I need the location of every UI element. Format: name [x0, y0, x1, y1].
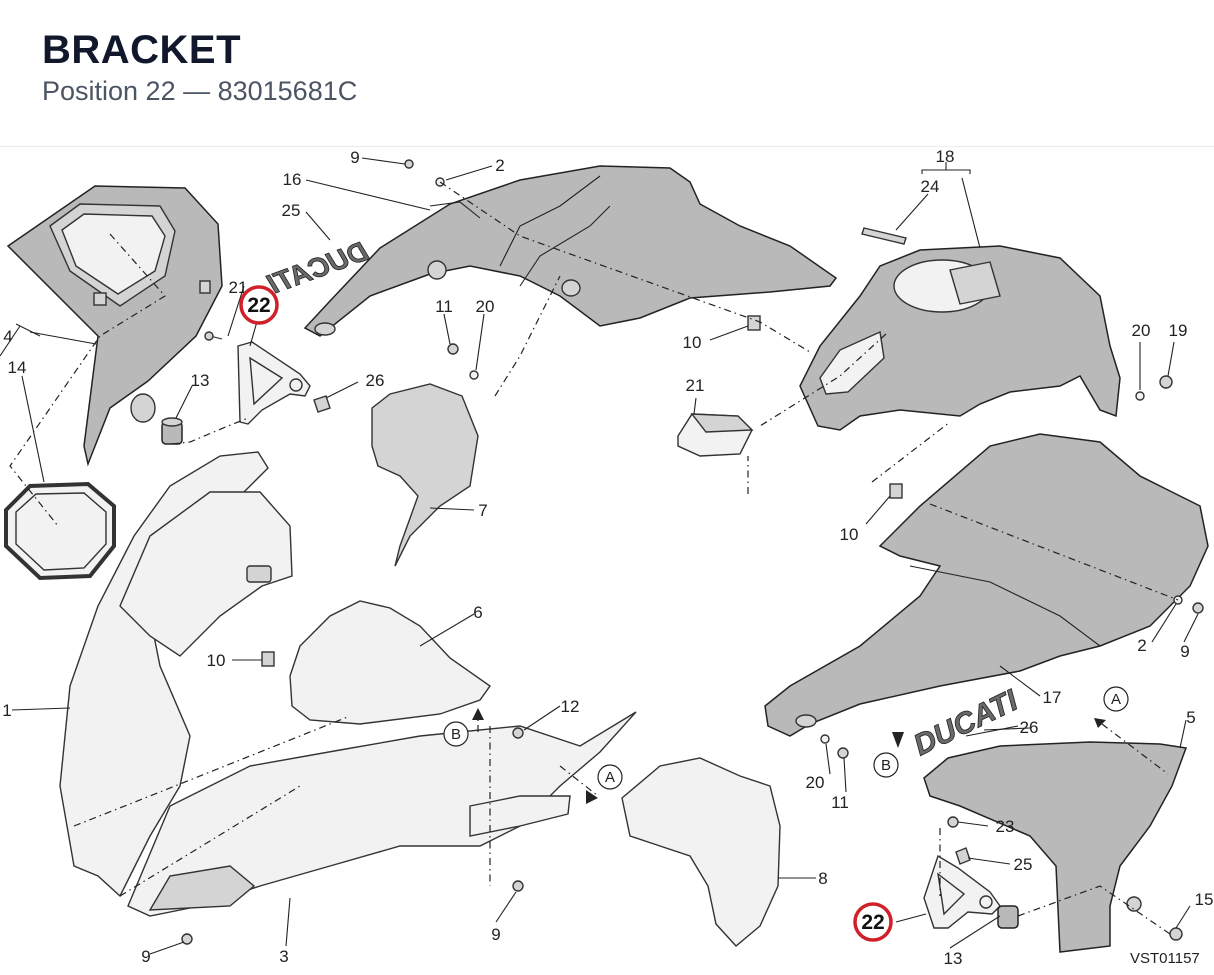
- page-subtitle: Position 22 — 83015681C: [42, 76, 358, 106]
- reference-mark-a: A: [597, 764, 623, 790]
- side-fairing-part: [303, 165, 838, 337]
- svg-text:12: 12: [561, 697, 580, 716]
- reference-arrows: [472, 708, 1106, 804]
- svg-text:A: A: [605, 769, 615, 786]
- hardware-fasteners: [181, 159, 1204, 945]
- position-22-badge-bottom[interactable]: 22: [853, 902, 893, 942]
- svg-text:B: B: [881, 757, 891, 774]
- svg-text:15: 15: [1195, 890, 1214, 909]
- svg-text:16: 16: [283, 170, 302, 189]
- clip-nut-part: [313, 395, 331, 413]
- svg-text:20: 20: [1132, 321, 1151, 340]
- svg-text:17: 17: [1043, 688, 1062, 707]
- svg-text:9: 9: [350, 148, 359, 167]
- svg-text:B: B: [451, 726, 461, 743]
- instrument-surround-part: [6, 185, 223, 467]
- reference-mark-b: B: [873, 752, 899, 778]
- svg-text:1: 1: [2, 701, 11, 720]
- svg-text:2: 2: [1137, 636, 1146, 655]
- svg-text:13: 13: [191, 371, 210, 390]
- svg-text:11: 11: [831, 793, 849, 812]
- svg-text:25: 25: [1014, 855, 1033, 874]
- tank-cover-part: [799, 245, 1121, 431]
- page-title: BRACKET: [42, 28, 242, 72]
- screw-part: [204, 331, 223, 341]
- svg-text:A: A: [1111, 691, 1121, 708]
- bracket-part-right[interactable]: [923, 854, 1001, 929]
- cable-guide-part: [677, 413, 754, 457]
- reference-mark-a: A: [1103, 686, 1129, 712]
- svg-text:25: 25: [282, 201, 301, 220]
- svg-text:2: 2: [495, 156, 504, 175]
- svg-text:20: 20: [476, 297, 495, 316]
- svg-text:21: 21: [686, 376, 705, 395]
- reference-mark-b: B: [443, 721, 469, 747]
- svg-text:10: 10: [207, 651, 226, 670]
- svg-text:10: 10: [683, 333, 702, 352]
- svg-text:18: 18: [936, 147, 955, 166]
- svg-text:5: 5: [1186, 708, 1195, 727]
- svg-text:11: 11: [435, 297, 453, 316]
- svg-text:8: 8: [818, 869, 827, 888]
- svg-text:9: 9: [141, 947, 150, 966]
- svg-text:26: 26: [366, 371, 385, 390]
- svg-text:4: 4: [3, 327, 12, 346]
- knee-panel-part: [923, 741, 1188, 953]
- bracket-part-left[interactable]: [237, 341, 311, 425]
- svg-text:23: 23: [996, 817, 1015, 836]
- svg-text:22: 22: [247, 294, 270, 317]
- svg-text:9: 9: [1180, 642, 1189, 661]
- svg-text:22: 22: [861, 911, 884, 934]
- svg-text:24: 24: [921, 177, 940, 196]
- exploded-parts-diagram: DUCATI DUCATI: [0, 146, 1214, 970]
- side-panel-part: [764, 433, 1209, 737]
- page-header: BRACKET Position 22 — 83015681C: [0, 0, 1214, 147]
- svg-text:10: 10: [840, 525, 859, 544]
- svg-text:3: 3: [279, 947, 288, 966]
- drawing-code: VST01157: [1130, 950, 1200, 967]
- svg-text:20: 20: [806, 773, 825, 792]
- svg-text:14: 14: [8, 358, 27, 377]
- svg-text:13: 13: [944, 949, 963, 968]
- leader-lines: [0, 157, 1199, 955]
- svg-text:21: 21: [229, 278, 248, 297]
- assembly-lines: [9, 181, 1179, 935]
- air-duct-part: [289, 600, 491, 725]
- part-callouts: 9 2 16 25 21 4 14 13 26 11 20 10 21 18 2…: [2, 147, 1213, 968]
- svg-text:7: 7: [478, 501, 487, 520]
- headlight-fairing-part: [127, 711, 637, 917]
- front-fairing-part: [59, 451, 293, 898]
- inner-panel-part: [371, 383, 479, 567]
- lower-cover-part: [621, 757, 781, 947]
- grommet-part: [161, 417, 183, 445]
- svg-text:9: 9: [491, 925, 500, 944]
- svg-text:26: 26: [1020, 718, 1039, 737]
- svg-text:19: 19: [1169, 321, 1188, 340]
- position-22-badge-top[interactable]: 22: [239, 285, 279, 325]
- svg-text:6: 6: [473, 603, 482, 622]
